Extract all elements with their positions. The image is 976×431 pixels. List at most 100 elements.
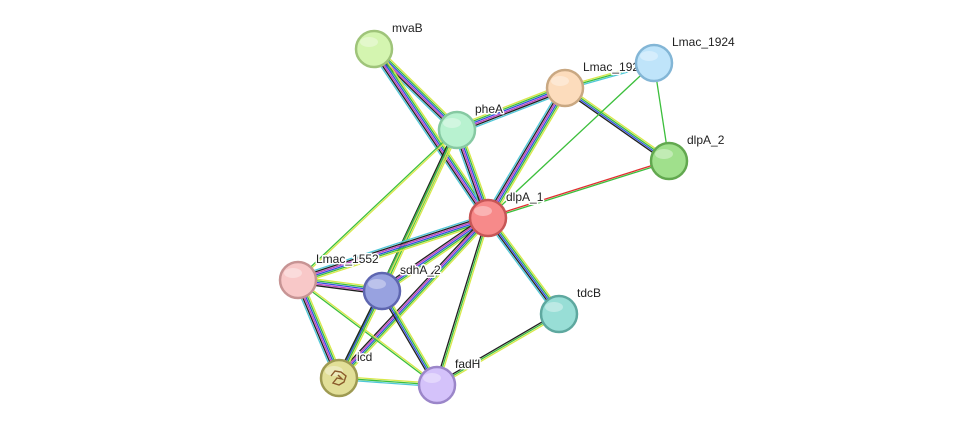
node-circle[interactable] <box>649 141 689 181</box>
edge-strand <box>455 83 564 127</box>
edge-strand <box>372 49 488 219</box>
edge-strand <box>338 217 489 379</box>
edge-strand <box>563 89 668 164</box>
edge-strand <box>297 280 437 387</box>
edge-Lmac_1552-fadH <box>297 278 438 387</box>
node-circle[interactable] <box>437 110 477 150</box>
edge-strand <box>434 217 488 385</box>
edge-strand <box>456 86 565 130</box>
edge-strand <box>457 89 567 133</box>
edge-Lmac_1925-dlpA_2 <box>563 85 671 164</box>
edge-strand <box>296 213 487 277</box>
node-highlight <box>360 37 378 47</box>
edge-strand <box>437 218 491 386</box>
node-label-text: icd <box>357 350 372 364</box>
node-label-text: mvaB <box>392 21 423 35</box>
edge-strand <box>435 312 559 385</box>
node-highlight <box>655 149 673 159</box>
node-circle[interactable] <box>539 294 579 334</box>
edge-strand <box>457 88 566 132</box>
node-label-text: fadH <box>455 357 480 371</box>
node-Lmac_1924[interactable] <box>634 43 674 83</box>
node-circle[interactable] <box>354 29 394 69</box>
node-label-halo: sdhA_2 <box>400 263 441 277</box>
edge-strand <box>371 49 487 220</box>
edge-strand <box>381 217 489 292</box>
node-label-text: Lmac_1925 <box>583 60 646 74</box>
edge-strand <box>339 130 459 379</box>
node-circle[interactable] <box>634 43 674 83</box>
edge-strand <box>487 159 669 218</box>
node-Lmac_1925[interactable] <box>545 68 585 108</box>
node-highlight <box>368 279 386 289</box>
edge-strand <box>489 88 568 220</box>
node-label-halo: Lmac_1925 <box>583 60 646 74</box>
edge-mvaB-dlpA_1 <box>370 46 492 221</box>
edge-dlpA_1-Lmac_1552 <box>296 213 490 285</box>
edge-strand <box>380 216 488 291</box>
node-mvaB[interactable] <box>354 29 394 69</box>
edge-dlpA_2-dlpA_1 <box>487 159 670 220</box>
edge-strand <box>487 62 655 219</box>
edge-strand <box>297 215 488 279</box>
edge-strand <box>566 85 671 160</box>
node-dlpA_1[interactable] <box>468 198 508 238</box>
edge-strand <box>376 46 492 217</box>
node-label-text: Lmac_1552 <box>316 252 379 266</box>
edge-strand <box>488 161 670 220</box>
edge-strand <box>374 47 459 130</box>
edge-strand <box>339 218 490 380</box>
node-label-text: dlpA_1 <box>506 190 544 204</box>
edge-dlpA_1-icd <box>336 215 491 381</box>
edge-strand <box>370 51 455 134</box>
edge-Lmac_1925-dlpA_1 <box>483 85 570 221</box>
node-pheA[interactable] <box>437 110 477 150</box>
node-highlight <box>423 373 441 383</box>
edge-strand <box>483 85 563 217</box>
node-circle[interactable] <box>545 68 585 108</box>
node-tdcB[interactable] <box>539 294 579 334</box>
edge-strand <box>379 214 487 289</box>
node-circle[interactable] <box>362 271 402 311</box>
edge-strand <box>565 86 670 161</box>
node-dlpA_2[interactable] <box>649 141 689 181</box>
edge-strand <box>299 221 490 285</box>
node-layer: mvaBmvaBpheApheALmac_1925Lmac_1925dlpA_2… <box>278 20 737 405</box>
edge-pheA-Lmac_1552 <box>297 128 458 282</box>
edge-strand <box>486 218 559 316</box>
edge-strand <box>455 85 565 129</box>
node-circle[interactable] <box>278 260 318 300</box>
edge-strand <box>297 128 457 280</box>
node-label-halo: icd <box>357 350 372 364</box>
edge-strand <box>484 219 557 317</box>
node-highlight <box>325 366 343 376</box>
edge-strand <box>298 218 489 282</box>
edge-strand <box>436 217 489 386</box>
edge-strand <box>490 215 563 313</box>
node-circle[interactable] <box>468 198 508 238</box>
node-label-halo: dlpA_1 <box>506 190 544 204</box>
node-Lmac_1552[interactable] <box>278 260 318 300</box>
edge-strand <box>564 88 669 163</box>
node-label-halo: Lmac_1924 <box>672 35 735 49</box>
node-highlight <box>284 268 302 278</box>
node-label-text: Lmac_1924 <box>672 35 735 49</box>
edge-strand <box>486 87 565 218</box>
node-circle[interactable] <box>417 365 457 405</box>
edge-strand <box>370 50 486 221</box>
node-highlight <box>443 118 461 128</box>
structure-trace <box>330 370 347 386</box>
node-fadH[interactable] <box>417 365 457 405</box>
node-sdhA_2[interactable] <box>362 271 402 311</box>
node-icd[interactable] <box>319 358 359 398</box>
node-highlight <box>551 76 569 86</box>
